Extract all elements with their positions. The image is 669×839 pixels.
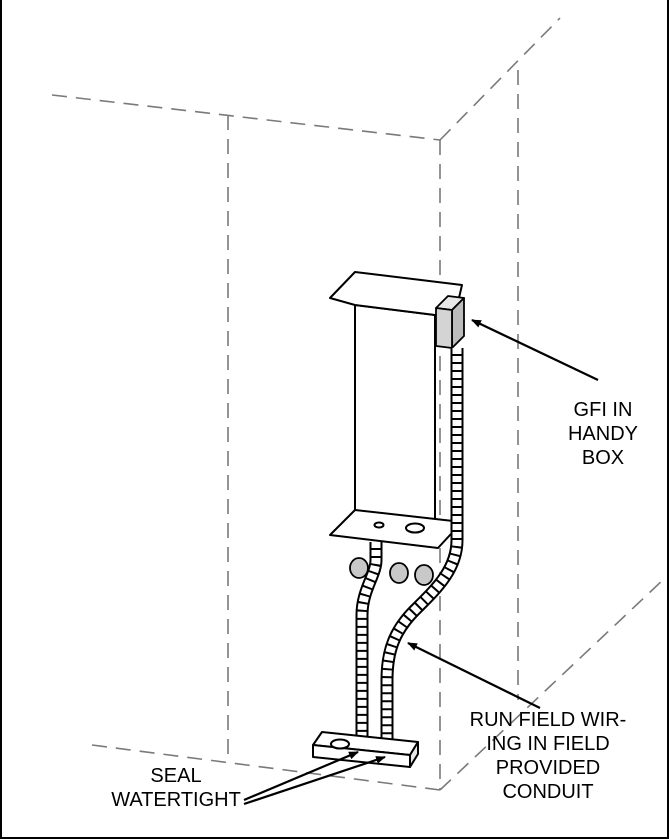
- run-wiring-label-line-3: PROVIDED: [495, 757, 601, 779]
- conduit-runs: [355, 348, 464, 742]
- gfi-label-line-3: BOX: [581, 447, 625, 469]
- gfi-label-line-1: GFI IN: [573, 399, 633, 421]
- seal-label-line-2: WATERTIGHT: [111, 789, 241, 811]
- run-wiring-label-line-2: ING IN FIELD: [486, 733, 610, 755]
- arrow-conduit: [407, 642, 541, 709]
- cabinet-outline: [51, 17, 666, 791]
- leader-arrows: [243, 319, 599, 806]
- run-wiring-label-line-4: CONDUIT: [502, 781, 594, 803]
- run-wiring-label-line-1: RUN FIELD WIR-: [469, 709, 627, 731]
- seal-label-line-1: SEAL: [150, 765, 202, 787]
- knockout-plugs: [349, 557, 434, 586]
- mounting-bracket: [329, 271, 463, 549]
- arrow-seal-right: [243, 755, 386, 806]
- seal-label: SEAL WATERTIGHT: [96, 764, 256, 812]
- gfi-handy-box: [435, 295, 465, 349]
- gfi-label: GFI IN HANDY BOX: [548, 398, 658, 470]
- arrow-gfi: [471, 319, 599, 381]
- gfi-label-line-2: HANDY: [567, 423, 638, 445]
- base-plate: [312, 731, 419, 768]
- arrow-seal-left: [243, 750, 359, 802]
- run-wiring-label: RUN FIELD WIR- ING IN FIELD PROVIDED CON…: [438, 708, 658, 804]
